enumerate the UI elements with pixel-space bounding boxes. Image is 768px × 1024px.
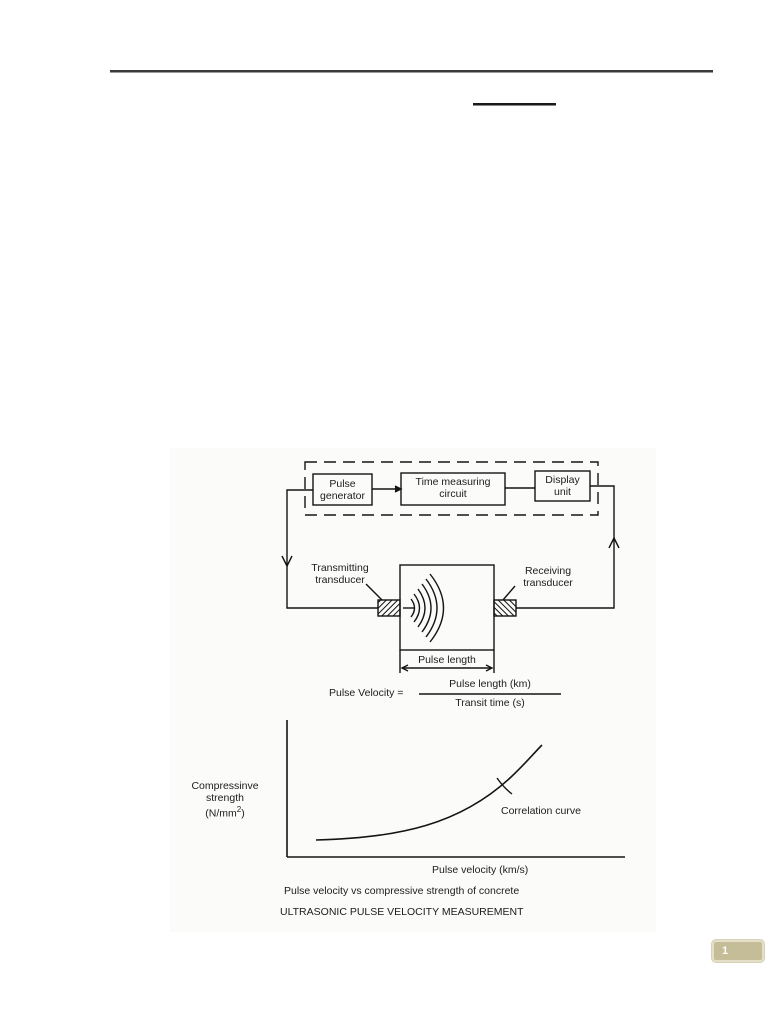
transmitting-transducer-label: Transmitting transducer (302, 562, 378, 586)
title-underline (473, 103, 556, 106)
figure-ultrasonic-pulse-velocity: Pulse generator Time measuring circuit D… (170, 448, 656, 932)
formula-lhs: Pulse Velocity = (329, 687, 404, 699)
x-axis-label: Pulse velocity (km/s) (432, 864, 529, 876)
concrete-specimen (399, 564, 495, 651)
time-measuring-line1: Time measuring (415, 476, 491, 488)
display-unit-line1: Display (545, 474, 580, 486)
display-unit-label: Display unit (535, 474, 590, 498)
pulse-generator-box (312, 473, 373, 506)
diagram-drawing (281, 461, 625, 858)
transmitting-line2: transducer (315, 574, 365, 586)
y-axis-line1: Compressinve (191, 780, 259, 792)
time-measuring-circuit-label: Time measuring circuit (401, 476, 505, 500)
y-axis-exponent: 2 (236, 805, 242, 814)
header-rule (110, 70, 713, 73)
dashed-enclosure (304, 461, 599, 516)
page-number: 1 (722, 945, 729, 957)
time-measuring-circuit-box (400, 472, 506, 506)
formula-denominator: Transit time (s) (455, 697, 525, 709)
y-axis-unit: (N/mm (205, 807, 237, 820)
pulse-length-label: Pulse length (418, 654, 476, 666)
display-unit-line2: unit (554, 486, 571, 498)
receiving-transducer-label: Receiving transducer (513, 565, 583, 589)
transmitting-transducer-hatch (377, 599, 401, 617)
receiving-line1: Receiving (524, 565, 572, 577)
receiving-line2: transducer (523, 577, 573, 589)
correlation-curve-label: Correlation curve (501, 805, 581, 817)
y-axis-label: Compressinve strength (N/mm2) (180, 780, 270, 820)
y-axis-line3: (N/mm2) (180, 804, 270, 820)
pulse-generator-line2: generator (320, 490, 365, 502)
figure-title: ULTRASONIC PULSE VELOCITY MEASUREMENT (280, 906, 524, 918)
receiving-transducer-hatch (493, 599, 517, 617)
page-number-badge: 1 (712, 940, 764, 962)
transmitting-line1: Transmitting (311, 562, 369, 574)
y-axis-line2: strength (206, 792, 244, 804)
pulse-generator-label: Pulse generator (313, 478, 372, 502)
figure-caption: Pulse velocity vs compressive strength o… (284, 885, 520, 897)
formula-numerator: Pulse length (km) (449, 678, 531, 690)
y-axis-paren: ) (241, 807, 245, 820)
time-measuring-line2: circuit (439, 488, 467, 500)
pulse-generator-line1: Pulse (329, 478, 356, 490)
